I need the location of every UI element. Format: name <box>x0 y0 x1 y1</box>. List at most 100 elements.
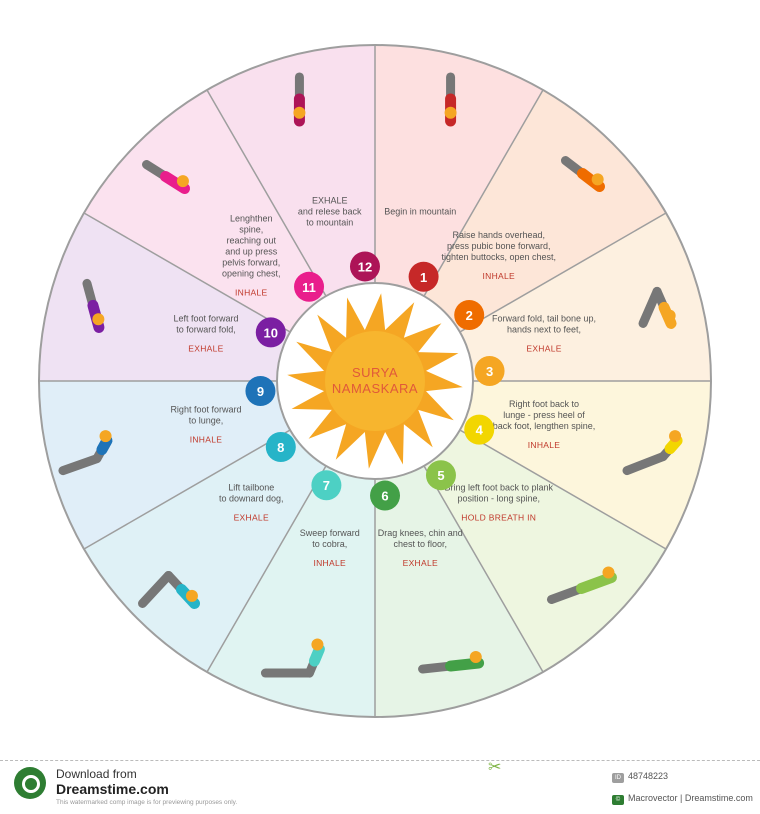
step-9-number: 9 <box>257 384 264 399</box>
step-5-breath: HOLD BREATH IN <box>461 513 536 523</box>
step-8-breath: EXHALE <box>234 513 269 523</box>
step-3-text-line: Forward fold, tail bone up, <box>492 314 596 324</box>
figure-head <box>185 589 198 602</box>
step-7-breath: INHALE <box>313 558 346 568</box>
step-7-figure <box>260 638 325 678</box>
step-8-number: 8 <box>277 440 284 455</box>
id-badge-icon: ID <box>612 773 624 783</box>
step-9-figure <box>58 430 113 476</box>
step-8-text-line: to downard dog, <box>219 494 284 504</box>
figure-head <box>669 430 682 443</box>
step-7-text-line: Sweep forward <box>300 528 360 538</box>
wheel-outer-ring <box>38 44 712 718</box>
step-10-breath: EXHALE <box>188 344 223 354</box>
step-2-breath: INHALE <box>482 271 515 281</box>
step-1-number: 1 <box>420 270 427 285</box>
step-6-figure <box>418 651 485 674</box>
step-2-text-line: Raise hands overhead, <box>452 230 545 240</box>
step-3-badge <box>474 355 505 386</box>
step-5-number: 5 <box>437 468 444 483</box>
step-6-number: 6 <box>381 489 388 504</box>
step-12-badge <box>349 251 380 282</box>
step-5-sector <box>375 381 666 672</box>
step-9-badge <box>245 376 276 407</box>
step-11-text-line: and up press <box>225 246 278 256</box>
figure-head <box>99 430 112 443</box>
step-12-number: 12 <box>358 259 372 274</box>
center-title-line2: NAMASKARA <box>332 381 418 396</box>
figure-limb <box>622 452 668 476</box>
step-8-figure <box>138 570 201 609</box>
step-11-text-line: Lenghthen <box>230 213 273 223</box>
step-12-text-line: and relese back <box>298 206 362 216</box>
step-8-text-line: Lift tailbone <box>228 483 274 493</box>
sector-divider <box>459 429 667 550</box>
step-10-badge <box>255 317 286 348</box>
step-11-text-line: spine, <box>239 224 263 234</box>
step-7-text-line: to cobra, <box>312 539 347 549</box>
sector-divider <box>206 89 327 297</box>
step-2-text-line: press pubic bone forward, <box>447 241 551 251</box>
step-3-caption: Forward fold, tail bone up,hands next to… <box>492 314 596 354</box>
sector-divider <box>206 465 327 673</box>
step-8-badge <box>265 431 296 462</box>
step-2-sector <box>375 90 666 381</box>
step-2-text-line: tighten buttocks, open chest, <box>441 252 556 262</box>
sun-icon <box>287 293 463 469</box>
step-6-text-line: Drag knees, chin and <box>378 528 463 538</box>
step-10-number: 10 <box>264 325 278 340</box>
step-5-text-line: Bring left foot back to plank <box>444 483 553 493</box>
download-from-text: Download from <box>56 767 137 781</box>
figure-head <box>92 313 105 326</box>
step-4-badge <box>464 414 495 445</box>
step-5-figure <box>546 566 617 604</box>
sector-divider <box>83 212 291 333</box>
step-11-sector <box>84 90 375 381</box>
step-9-breath: INHALE <box>190 434 223 444</box>
scissors-icon: ✂ <box>488 759 502 776</box>
dreamstime-brand[interactable]: Dreamstime.com <box>56 781 169 797</box>
step-1-badge <box>408 261 439 292</box>
dreamstime-logo-icon <box>14 767 46 799</box>
step-4-number: 4 <box>476 423 484 438</box>
step-1-figure <box>444 72 457 127</box>
copyright-badge-icon: © <box>612 795 624 805</box>
step-2-figure <box>560 156 605 193</box>
step-2-number: 2 <box>466 308 473 323</box>
step-1-text-line: Begin in mountain <box>384 206 456 216</box>
sector-divider <box>83 429 291 550</box>
step-2-badge <box>454 300 485 331</box>
step-11-text-line: reaching out <box>226 235 276 245</box>
figure-head <box>176 175 189 188</box>
step-11-number: 11 <box>302 280 316 295</box>
center-title-line1: SURYA <box>352 365 398 380</box>
step-7-number: 7 <box>323 478 330 493</box>
step-3-number: 3 <box>486 364 493 379</box>
figure-head <box>663 309 676 322</box>
sun-core <box>325 331 425 431</box>
step-5-badge <box>425 460 456 491</box>
step-1-caption: Begin in mountain <box>384 206 456 216</box>
step-6-badge <box>370 480 401 511</box>
step-6-breath: EXHALE <box>403 558 438 568</box>
step-11-figure <box>142 160 191 195</box>
step-11-breath: INHALE <box>235 287 268 297</box>
figure-head <box>311 638 324 651</box>
step-6-text-line: chest to floor, <box>394 539 448 549</box>
figure-body <box>445 657 485 672</box>
step-4-text-line: lunge - press heel of <box>503 410 585 420</box>
watermark-footer: Download from Dreamstime.com This waterm… <box>0 759 760 814</box>
sector-divider <box>459 212 667 333</box>
step-9-text-line: to lunge, <box>189 415 224 425</box>
step-3-figure <box>638 286 677 329</box>
sector-divider <box>423 465 544 673</box>
watermark-note: This watermarked comp image is for previ… <box>56 799 238 806</box>
step-4-text-line: back foot, lengthen spine, <box>493 421 596 431</box>
